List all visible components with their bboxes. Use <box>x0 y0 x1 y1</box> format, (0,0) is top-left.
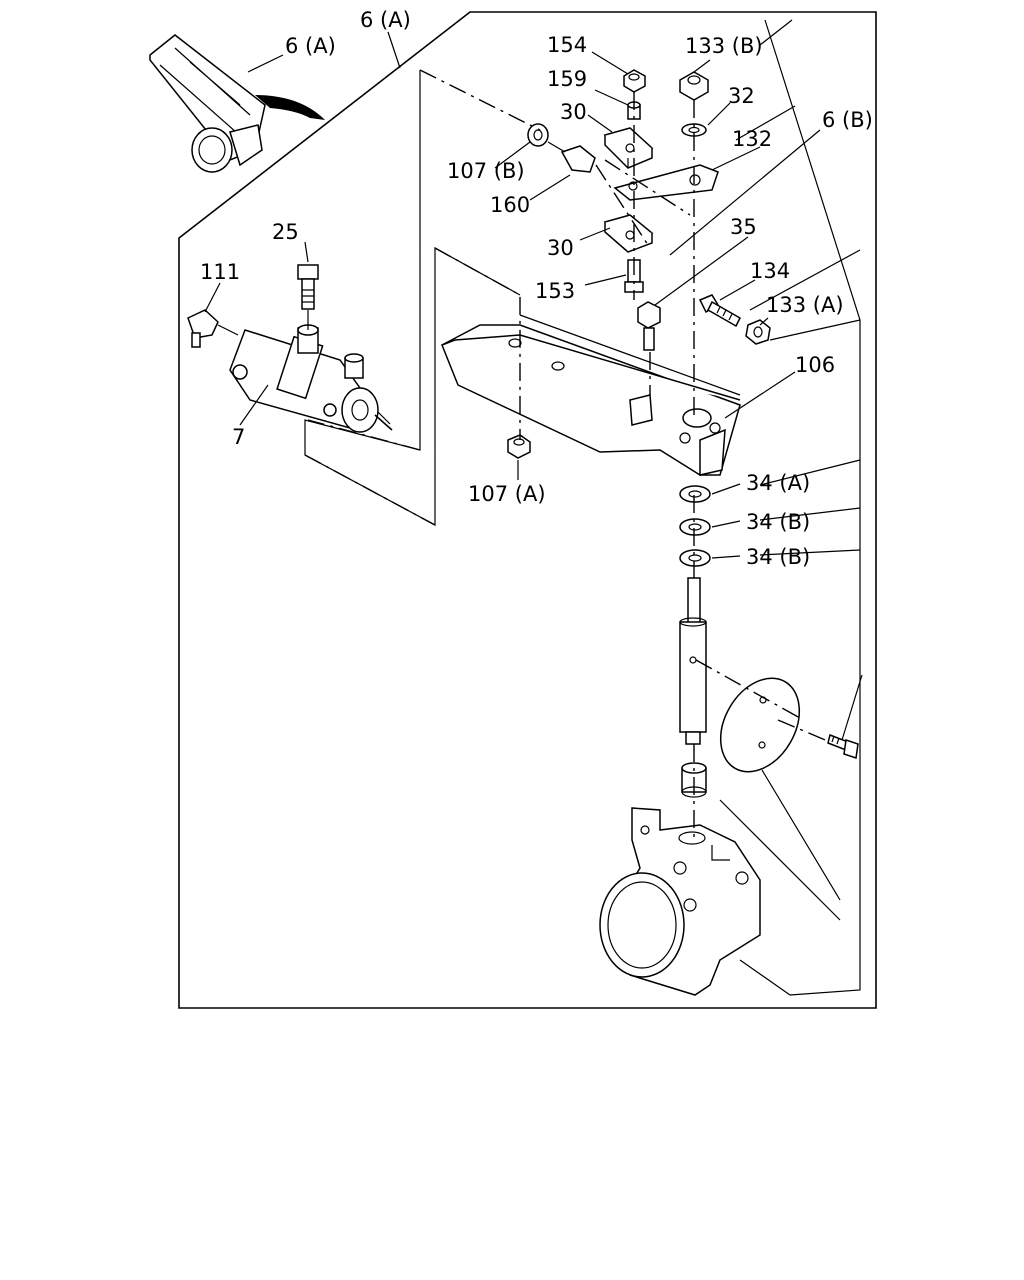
callout-7: 7 <box>232 425 245 449</box>
washer-34a <box>679 485 711 503</box>
callout-34b-1: 34 (B) <box>746 510 810 534</box>
callout-154: 154 <box>547 33 587 57</box>
callout-106: 106 <box>795 353 835 377</box>
fitting-111 <box>187 309 239 348</box>
leader-lines <box>204 19 863 996</box>
assembly-group-line <box>304 70 521 527</box>
callout-30-lower: 30 <box>547 236 574 260</box>
butterfly-plate <box>719 677 801 773</box>
callout-132: 132 <box>732 127 772 151</box>
bolt-35 <box>637 301 661 351</box>
nut-133a <box>745 319 771 345</box>
bolt-25 <box>297 264 319 330</box>
nut-154 <box>623 69 646 93</box>
callout-160: 160 <box>490 193 530 217</box>
callout-111: 111 <box>200 260 240 284</box>
bolt-160 <box>547 141 596 173</box>
callout-30-upper: 30 <box>560 100 587 124</box>
lever-132 <box>613 164 719 201</box>
exhaust-brake-valve-body <box>599 807 761 996</box>
callout-34a: 34 (A) <box>746 471 810 495</box>
washer-32 <box>681 123 707 137</box>
callout-153: 153 <box>535 279 575 303</box>
washer-34b-lower <box>679 549 711 567</box>
nut-107b <box>527 123 549 147</box>
callout-6b: 6 (B) <box>822 108 873 132</box>
callout-133a: 133 (A) <box>766 293 844 317</box>
callout-35: 35 <box>730 215 757 239</box>
assembly-group-line-right <box>764 19 861 996</box>
callout-107a: 107 (A) <box>468 482 546 506</box>
plate-30-upper <box>603 127 654 169</box>
callout-133b: 133 (B) <box>685 34 763 58</box>
valve-shaft <box>679 577 707 745</box>
diagram-frame <box>178 11 877 1009</box>
callout-6a-inset: 6 (A) <box>285 34 336 58</box>
mounting-bracket-106 <box>441 314 741 476</box>
plate-30-lower <box>603 214 654 253</box>
nut-133b <box>679 71 709 101</box>
assembly-dash-lines <box>304 69 831 840</box>
nut-107a <box>507 434 531 459</box>
inset-assembly-illustration <box>149 34 325 173</box>
callout-25: 25 <box>272 220 299 244</box>
callout-6a-top: 6 (A) <box>360 8 411 32</box>
callout-labels: 6 (A) 6 (A) 154 133 (B) 159 32 30 132 6 … <box>200 8 873 569</box>
callout-32: 32 <box>728 84 755 108</box>
callout-134: 134 <box>750 259 790 283</box>
air-cylinder-7 <box>229 324 393 433</box>
callout-107b: 107 (B) <box>447 159 525 183</box>
callout-34b-2: 34 (B) <box>746 545 810 569</box>
washer-34b-upper <box>679 518 711 536</box>
bolt-134 <box>698 294 741 328</box>
callout-159: 159 <box>547 67 587 91</box>
